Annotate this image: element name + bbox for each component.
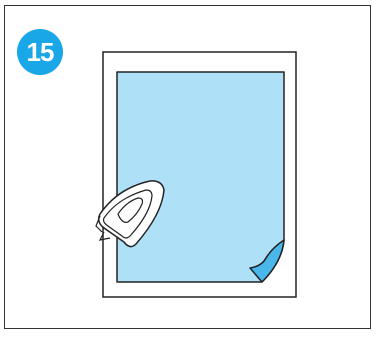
blue-sheet — [117, 72, 284, 282]
